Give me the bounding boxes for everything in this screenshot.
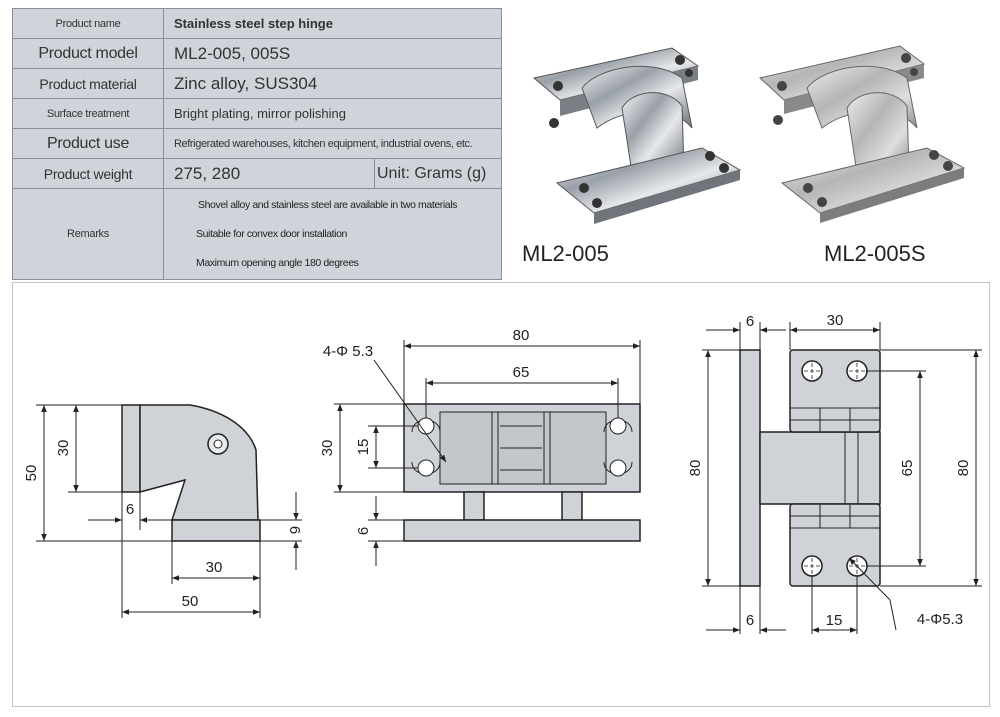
- photo-label-ml2-005: ML2-005: [522, 241, 609, 266]
- front-dim-6: 6: [355, 527, 372, 535]
- top-dim-30-top: 30: [827, 312, 844, 329]
- technical-drawing-frame: [12, 282, 990, 707]
- top-dim-80-left: 80: [687, 460, 704, 477]
- top-dim-80-right: 80: [955, 460, 972, 477]
- front-dim-15: 15: [355, 439, 372, 456]
- spec-value-use: Refrigerated warehouses, kitchen equipme…: [163, 128, 502, 159]
- side-dim-6-right: 6: [286, 526, 303, 534]
- side-dim-6-left: 6: [126, 501, 134, 518]
- front-view: [334, 340, 641, 566]
- spec-value-material: Zinc alloy, SUS304: [163, 68, 502, 99]
- spec-label-surface: Surface treatment: [12, 98, 164, 129]
- side-dim-30: 30: [55, 440, 72, 457]
- top-dim-6-bottom: 6: [746, 612, 754, 629]
- spec-label-material: Product material: [12, 68, 164, 99]
- spec-label-name: Product name: [12, 8, 164, 39]
- spec-table: Product name Stainless steel step hinge …: [12, 8, 502, 280]
- front-dim-65: 65: [513, 364, 530, 381]
- front-dim-30: 30: [319, 440, 336, 457]
- spec-value-remarks: Shovel alloy and stainless steel are ava…: [163, 188, 502, 280]
- spec-label-model: Product model: [12, 38, 164, 69]
- side-dim-30-bottom: 30: [206, 559, 223, 576]
- front-dim-hole: 4-Φ 5.3: [323, 343, 373, 360]
- spec-value-weight: 275, 280: [163, 158, 375, 189]
- product-photo: ML2-005 ML2-005S: [502, 8, 990, 280]
- top-dim-15-bottom: 15: [826, 612, 843, 629]
- hinge-photos: [532, 45, 966, 224]
- remark-line-3: Maximum opening angle 180 degrees: [196, 256, 359, 269]
- top-dim-6-top: 6: [746, 313, 754, 330]
- top-dim-hole: 4-Φ5.3: [917, 611, 963, 628]
- remark-line-1: Shovel alloy and stainless steel are ava…: [198, 198, 458, 211]
- side-view: [36, 404, 302, 618]
- spec-value-name: Stainless steel step hinge: [163, 8, 502, 39]
- hinge-photo-ml2-005: [532, 47, 742, 224]
- top-view: [702, 322, 982, 634]
- spec-value-weight-unit: Unit: Grams (g): [374, 158, 502, 189]
- side-dim-50-bottom: 50: [182, 593, 199, 610]
- hinge-photo-ml2-005s: [758, 45, 966, 223]
- top-dim-65: 65: [899, 460, 916, 477]
- spec-label-remarks: Remarks: [12, 188, 164, 280]
- remark-line-2: Suitable for convex door installation: [196, 227, 347, 240]
- front-dim-80: 80: [513, 327, 530, 344]
- spec-label-use: Product use: [12, 128, 164, 159]
- side-dim-50: 50: [23, 465, 40, 482]
- spec-label-weight: Product weight: [12, 158, 164, 189]
- photo-label-ml2-005s: ML2-005S: [824, 241, 926, 266]
